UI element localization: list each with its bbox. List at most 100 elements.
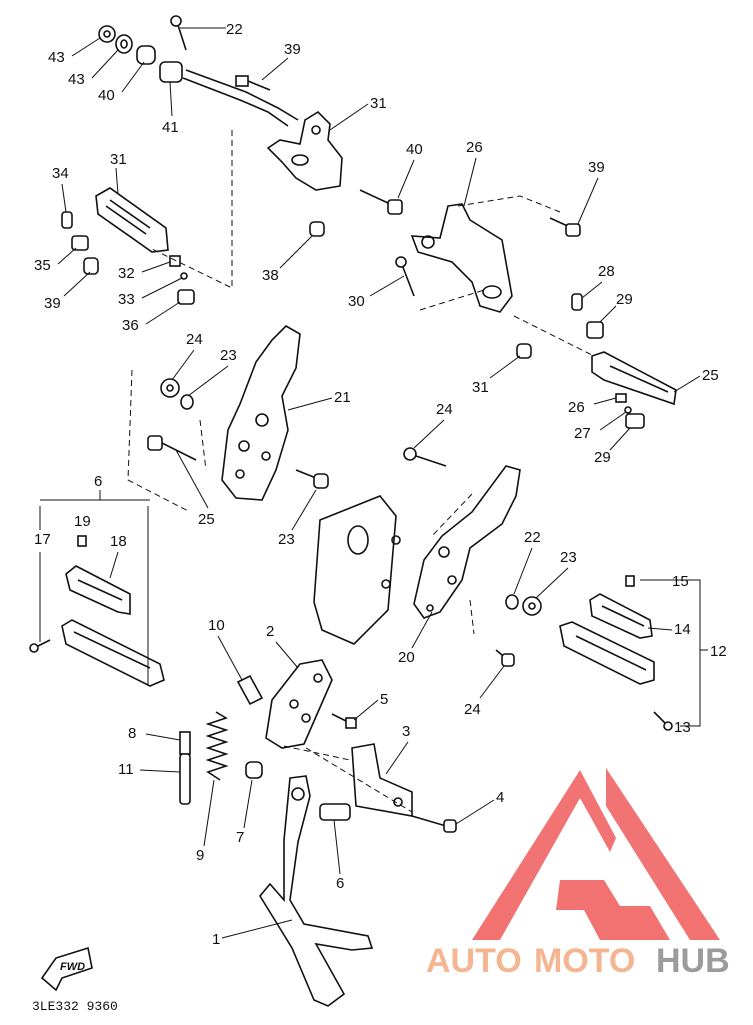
callout-label: 29 xyxy=(594,449,611,466)
callout-label: 5 xyxy=(380,691,388,708)
washer-24-right xyxy=(522,596,542,616)
callout-label: 41 xyxy=(162,119,179,136)
bolt-25-left xyxy=(147,435,163,451)
callout-label: 11 xyxy=(118,761,134,778)
logo-text-auto: AUTO xyxy=(426,942,522,980)
pin-8 xyxy=(179,731,191,755)
bracket-2 xyxy=(265,659,333,749)
footrest-27 xyxy=(591,351,677,406)
callout-label: 25 xyxy=(702,367,719,384)
callout-label: 25 xyxy=(198,511,215,528)
callout-label: 2 xyxy=(266,623,274,640)
washer-24-left xyxy=(160,378,180,398)
callout-label: 29 xyxy=(616,291,633,308)
callout-label: 43 xyxy=(68,71,85,88)
bolt-13 xyxy=(663,721,673,731)
logo-triangle-mark xyxy=(472,768,720,940)
callout-label: 40 xyxy=(98,87,115,104)
callout-label: 31 xyxy=(110,151,127,168)
callout-label: 6 xyxy=(336,875,344,892)
callout-label: 27 xyxy=(574,425,591,442)
collar-7 xyxy=(245,761,263,779)
footrest-body-right xyxy=(559,621,655,685)
footrest-body xyxy=(61,619,165,687)
callout-label: 23 xyxy=(560,549,577,566)
callout-label: 4 xyxy=(496,789,504,806)
callout-label: 3 xyxy=(402,723,410,740)
plate-31-bottom xyxy=(625,413,645,429)
pin-42 xyxy=(83,257,99,275)
washer-47 xyxy=(98,25,116,43)
callout-label: 19 xyxy=(74,513,91,530)
callout-label: 8 xyxy=(128,725,136,742)
callout-label: 24 xyxy=(464,701,481,718)
bolt-23-left xyxy=(313,473,329,489)
callout-label: 31 xyxy=(370,95,387,112)
callout-label: 39 xyxy=(284,41,301,58)
frame-section xyxy=(313,495,397,645)
callout-label: 18 xyxy=(110,533,127,550)
spring-28 xyxy=(615,393,627,403)
callout-label: 36 xyxy=(122,317,139,334)
ball-37 xyxy=(180,272,188,280)
bracket-20 xyxy=(413,465,521,619)
washer-48 xyxy=(115,34,133,54)
upper-right-assembly xyxy=(395,195,677,429)
bracket-26 xyxy=(410,203,513,313)
callout-label: 6 xyxy=(94,473,102,490)
footrest-rubber-14 xyxy=(589,593,653,639)
footrest-35 xyxy=(95,187,169,253)
callout-label: 31 xyxy=(472,379,489,396)
callout-label: 26 xyxy=(466,139,483,156)
callout-label: 1 xyxy=(212,931,220,948)
callout-label: 35 xyxy=(34,257,51,274)
plate-10 xyxy=(236,674,264,706)
callout-label: 22 xyxy=(524,529,541,546)
callout-labels: 22 43 43 40 41 39 31 40 31 34 35 39 32 3… xyxy=(34,21,727,948)
bolt-23-center xyxy=(403,447,417,461)
pin-30 xyxy=(571,293,583,311)
sidestand-assembly xyxy=(179,659,457,1007)
bracket-34 xyxy=(266,110,343,191)
bolt-43-right xyxy=(565,223,581,237)
footrest-assembly-12 xyxy=(559,575,708,731)
callout-label: 20 xyxy=(398,649,415,666)
bolt-25-right xyxy=(501,653,515,667)
callout-label: 30 xyxy=(348,293,365,310)
callout-label: 14 xyxy=(674,621,691,638)
callout-label: 34 xyxy=(52,165,69,182)
pin-38 xyxy=(61,211,73,229)
callout-label: 23 xyxy=(220,347,237,364)
spring-36 xyxy=(169,255,181,267)
callout-label: 39 xyxy=(588,159,605,176)
callout-label: 24 xyxy=(436,401,453,418)
middle-left-assembly xyxy=(127,325,329,513)
sidestand-1 xyxy=(259,775,374,1007)
screw-15 xyxy=(625,575,635,587)
logo-text-hub: HUB xyxy=(656,942,730,980)
middle-center-assembly xyxy=(313,447,542,667)
plate-39-right xyxy=(177,289,195,305)
upper-left-assembly xyxy=(61,15,403,305)
callout-label: 7 xyxy=(236,829,244,846)
bolt-6 xyxy=(319,803,351,821)
nut-33 xyxy=(516,343,532,359)
callout-label: 32 xyxy=(118,265,135,282)
callout-label: 13 xyxy=(674,719,691,736)
callout-label: 10 xyxy=(208,617,225,634)
callout-label: 9 xyxy=(196,847,204,864)
bracket-3 xyxy=(351,743,413,817)
callout-label: 22 xyxy=(226,21,243,38)
nut-4 xyxy=(443,819,457,833)
pin-11 xyxy=(179,753,191,805)
callout-label: 38 xyxy=(262,267,279,284)
callout-label: 39 xyxy=(44,295,61,312)
footrest-assembly-6 xyxy=(29,490,165,687)
drawing-code: 3LE332 9360 xyxy=(32,999,118,1014)
bolt-5 xyxy=(345,717,357,729)
callout-label: 15 xyxy=(672,573,689,590)
ball-29 xyxy=(624,406,632,414)
bolt-46 xyxy=(387,199,403,215)
callout-label: 12 xyxy=(710,643,727,660)
